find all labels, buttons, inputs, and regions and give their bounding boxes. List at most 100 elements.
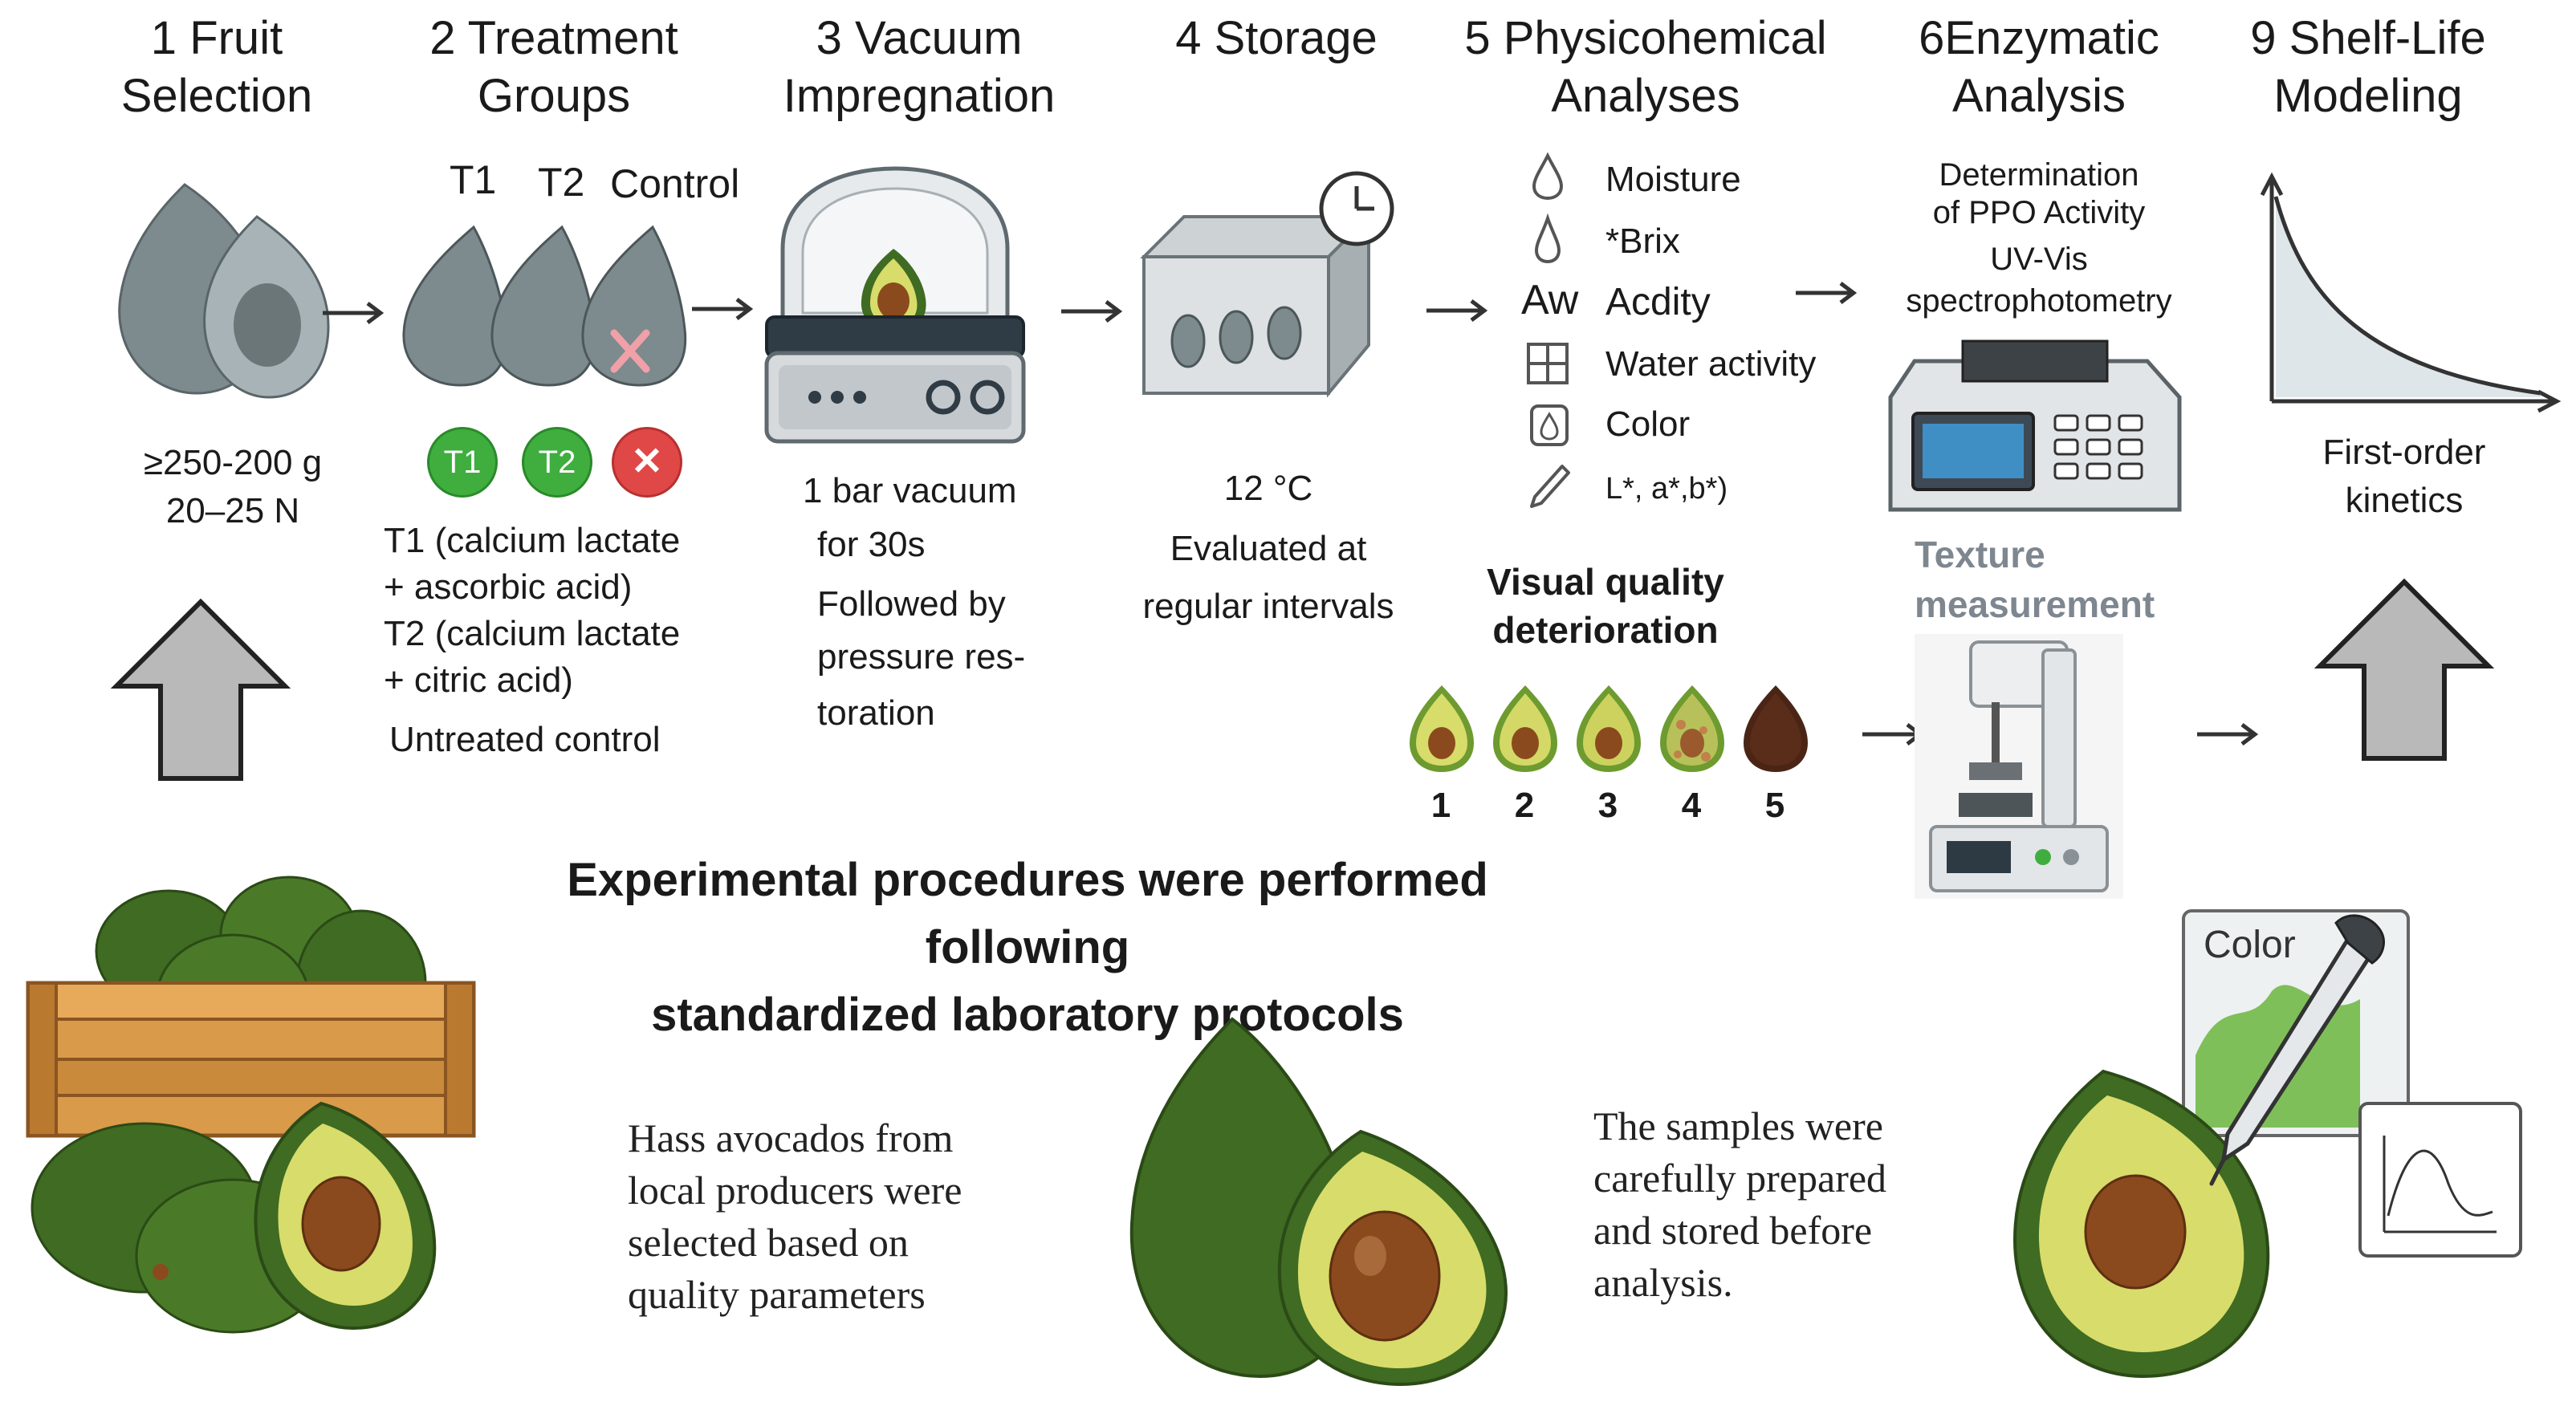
close-icon: ✕ bbox=[630, 441, 664, 483]
texture-label-line1: Texture bbox=[1915, 534, 2045, 575]
flow-arrow-icon bbox=[692, 298, 754, 320]
probe-icon bbox=[1530, 465, 1570, 508]
texture-label-line2: measurement bbox=[1915, 583, 2155, 625]
visual-title-line1: Visual quality bbox=[1487, 561, 1724, 603]
step-number: 5 bbox=[1464, 12, 1491, 64]
analysis-water-activity: Water activity bbox=[1605, 344, 1817, 384]
note-left-4: quality parameters bbox=[628, 1272, 926, 1317]
spectrophotometer-illustration bbox=[1888, 339, 2182, 512]
step-number: 1 bbox=[150, 12, 177, 64]
enzymatic-desc-3: UV-Vis bbox=[1990, 242, 2088, 277]
treatment-desc-5: Untreated control bbox=[389, 720, 661, 759]
vacuum-desc-3: Followed by bbox=[817, 584, 1006, 624]
analysis-brix: *Brix bbox=[1605, 221, 1680, 261]
stage-1: 1 bbox=[1430, 786, 1451, 825]
droplet-icon bbox=[1532, 152, 1564, 201]
fruit-label-t2: T2 bbox=[538, 160, 585, 205]
note-left-1: Hass avocados from bbox=[628, 1115, 954, 1160]
step-title-line1: Physicohemical bbox=[1503, 12, 1827, 64]
deterioration-avocados-illustration bbox=[1410, 685, 1808, 772]
vacuum-desc-4: pressure res- bbox=[817, 637, 1026, 677]
texture-label: Texture measurement bbox=[1915, 530, 2155, 629]
shelf-desc-2: kinetics bbox=[2345, 481, 2464, 520]
vacuum-chamber-illustration bbox=[764, 166, 1026, 444]
step-title-line1: Shelf-Life bbox=[2289, 12, 2486, 64]
color-measurement-illustration bbox=[2012, 909, 2522, 1379]
flow-arrow-icon bbox=[2197, 723, 2259, 746]
step-number: 4 bbox=[1175, 12, 1202, 64]
clock-icon bbox=[1319, 171, 1394, 246]
storage-desc-2: regular intervals bbox=[1142, 587, 1394, 626]
step-title-line1: Storage bbox=[1214, 12, 1378, 64]
gray-avocado-illustration bbox=[118, 183, 330, 399]
up-arrow-icon bbox=[2314, 578, 2495, 761]
step-title-line1: Vacuum bbox=[854, 12, 1023, 64]
step-4-title: 4 Storage bbox=[1124, 10, 1429, 67]
stage-2: 2 bbox=[1514, 786, 1535, 825]
enzymatic-desc-4: spectrophotometry bbox=[1906, 283, 2172, 319]
caption-line1: Experimental procedures were performed f… bbox=[567, 854, 1488, 973]
step-number: 9 bbox=[2250, 12, 2277, 64]
visual-title-line2: deterioration bbox=[1492, 609, 1719, 651]
color-icon bbox=[1530, 404, 1569, 446]
shelf-desc-1: First-order bbox=[2322, 433, 2486, 472]
avocado-crate-illustration bbox=[26, 876, 476, 1334]
flow-arrow-icon bbox=[1061, 300, 1123, 323]
badge-label: T1 bbox=[443, 445, 482, 480]
badge-t2: T2 bbox=[522, 427, 592, 498]
stage-3: 3 bbox=[1597, 786, 1618, 825]
decay-curve-illustration bbox=[2260, 172, 2562, 413]
step-number: 6 bbox=[1919, 12, 1945, 64]
vacuum-desc-1: 1 bar vacuum bbox=[803, 471, 1017, 510]
treatment-fruits-illustration bbox=[402, 225, 687, 387]
flow-arrow-icon bbox=[1796, 282, 1858, 304]
step-title-line2: Impregnation bbox=[783, 70, 1056, 122]
stage-4: 4 bbox=[1681, 786, 1702, 825]
note-right-3: and stored before bbox=[1593, 1208, 1873, 1253]
fruit-label-t1: T1 bbox=[450, 157, 497, 202]
note-left-3: selected based on bbox=[628, 1220, 909, 1265]
step-title-line2: Analysis bbox=[1952, 70, 2126, 122]
step-title-line1: Treatment bbox=[467, 12, 678, 64]
badge-t1: T1 bbox=[427, 427, 498, 498]
analysis-acidity: Acdity bbox=[1605, 281, 1711, 323]
analysis-moisture: Moisture bbox=[1605, 160, 1741, 199]
visual-quality-title: Visual quality deterioration bbox=[1445, 558, 1766, 654]
step-number: 2 bbox=[429, 12, 456, 64]
color-card-label: Color bbox=[2204, 924, 2296, 966]
stage-5: 5 bbox=[1764, 786, 1785, 825]
enzymatic-desc-2: of PPO Activity bbox=[1932, 195, 2146, 230]
step-title-line2: Modeling bbox=[2273, 70, 2463, 122]
caption-line2: standardized laboratory protocols bbox=[651, 989, 1404, 1041]
storage-temp: 12 °C bbox=[1223, 469, 1313, 508]
step-title-line1: Enzymatic bbox=[1944, 12, 2159, 64]
analysis-color: Color bbox=[1605, 404, 1691, 444]
treatment-desc-1: T1 (calcium lactate bbox=[384, 521, 681, 560]
note-right-4: analysis. bbox=[1593, 1260, 1733, 1305]
droplet-icon bbox=[1534, 213, 1561, 264]
badge-control: ✕ bbox=[612, 427, 682, 498]
treatment-desc-3: T2 (calcium lactate bbox=[384, 614, 681, 653]
protocol-caption: Experimental procedures were performed f… bbox=[482, 847, 1573, 1049]
avocado-halves-illustration bbox=[1129, 1017, 1508, 1387]
aw-icon: Aw bbox=[1521, 277, 1579, 323]
up-arrow-icon bbox=[110, 598, 291, 781]
step-title-line2: Selection bbox=[120, 70, 313, 122]
note-left-2: local producers were bbox=[628, 1168, 962, 1213]
step-number: 3 bbox=[816, 12, 842, 64]
flow-arrow-icon bbox=[1426, 299, 1488, 322]
step-title-line1: Fruit bbox=[189, 12, 283, 64]
note-right-2: carefully prepared bbox=[1593, 1156, 1887, 1201]
treatment-desc-4: + citric acid) bbox=[384, 660, 573, 700]
analysis-lab: L*, a*,b*) bbox=[1605, 472, 1728, 506]
selection-weight: ≥250-200 g bbox=[143, 443, 323, 482]
flow-arrow-icon bbox=[323, 302, 385, 324]
treatment-desc-2: + ascorbic acid) bbox=[384, 567, 633, 607]
storage-desc-1: Evaluated at bbox=[1170, 529, 1367, 568]
enzymatic-desc-1: Determination bbox=[1939, 157, 2139, 193]
